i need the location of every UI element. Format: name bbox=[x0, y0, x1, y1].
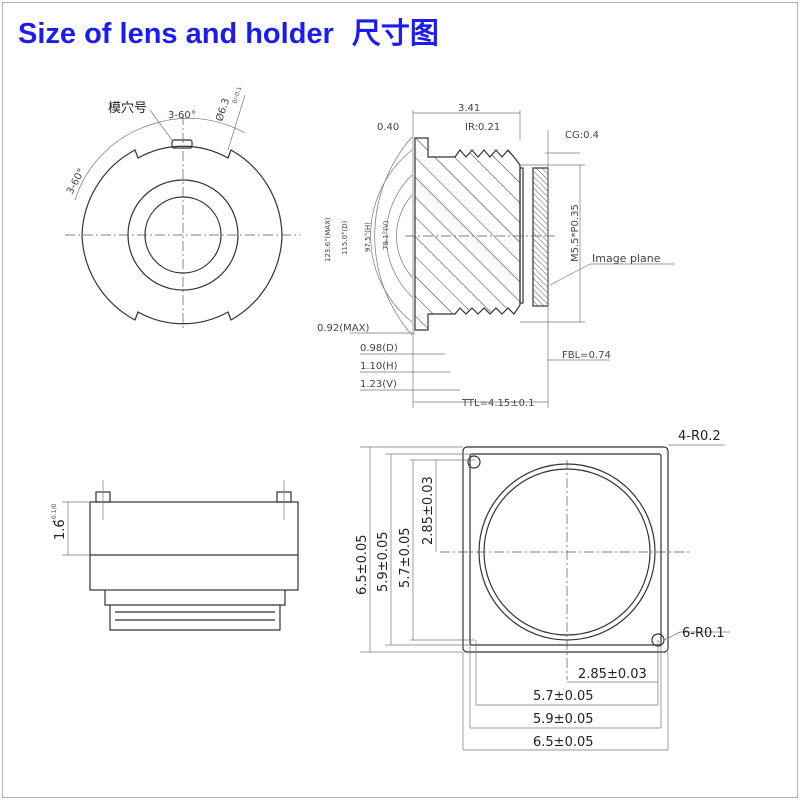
side-view: 1.6 +0.1/0 bbox=[51, 480, 299, 631]
angle-top-label: 3-60° bbox=[168, 110, 196, 121]
fbl-label: FBL=0.74 bbox=[562, 350, 611, 361]
page-title: Size of lens and holder 尺寸图 bbox=[18, 10, 439, 52]
horizontal-mid-dimension: 5.9±0.05 bbox=[533, 712, 594, 727]
ir-filter-label: IR:0.21 bbox=[465, 122, 500, 133]
distance-max-label: 0.92(MAX) bbox=[317, 323, 369, 334]
cover-glass-label: CG:0.4 bbox=[565, 130, 599, 141]
horizontal-outer-dimension: 6.5±0.05 bbox=[533, 735, 594, 750]
distance-h-label: 1.10(H) bbox=[360, 361, 398, 372]
title-english: Size of lens and holder bbox=[18, 18, 334, 50]
horizontal-inner-dimension: 5.7±0.05 bbox=[533, 689, 594, 704]
fov-max-label: 123.6°(MAX) bbox=[324, 217, 332, 262]
length-label: 3.41 bbox=[458, 103, 480, 114]
holder-view: 4-R0.2 6-R0.1 6.5±0.05 5.9±0.05 5.7±0.05… bbox=[355, 429, 730, 751]
corner-inner-radius-label: 6-R0.1 bbox=[682, 626, 725, 641]
mold-cavity-label: 模穴号 bbox=[108, 101, 147, 116]
distance-v-label: 1.23(V) bbox=[360, 379, 397, 390]
side-height-label: 1.6 bbox=[53, 519, 68, 540]
front-view: 模穴号 3-60° 3-60° Ø6.3 0/-0.1 bbox=[65, 86, 300, 330]
vertical-outer-dimension: 6.5±0.05 bbox=[355, 534, 370, 595]
image-plane-label: Image plane bbox=[592, 252, 661, 265]
fov-h-label: 97.5°(H) bbox=[364, 222, 372, 252]
diameter-tolerance: 0/-0.1 bbox=[231, 86, 243, 105]
fov-d-label: 115.0°(D) bbox=[341, 220, 349, 255]
angle-left-label: 3-60° bbox=[65, 167, 88, 197]
diameter-label: Ø6.3 bbox=[213, 97, 232, 123]
distance-d-label: 0.98(D) bbox=[360, 343, 398, 354]
horizontal-half-dimension: 2.85±0.03 bbox=[578, 667, 647, 682]
vertical-mid-dimension: 5.9±0.05 bbox=[376, 531, 391, 592]
side-height-tolerance: +0.1/0 bbox=[51, 503, 58, 524]
front-offset-label: 0.40 bbox=[377, 122, 399, 133]
title-chinese: 尺寸图 bbox=[351, 16, 439, 50]
section-view: 3.41 0.40 IR:0.21 CG:0.4 M5.5*P0.35 Imag… bbox=[317, 103, 675, 409]
vertical-half-dimension: 2.85±0.03 bbox=[421, 476, 436, 545]
vertical-inner-dimension: 5.7±0.05 bbox=[398, 527, 413, 588]
thread-label: M5.5*P0.35 bbox=[570, 204, 581, 262]
ttl-label: TTL=4.15±0.1 bbox=[461, 398, 535, 409]
corner-outer-radius-label: 4-R0.2 bbox=[678, 429, 721, 444]
fov-v-label: 79.1°(V) bbox=[382, 220, 390, 250]
